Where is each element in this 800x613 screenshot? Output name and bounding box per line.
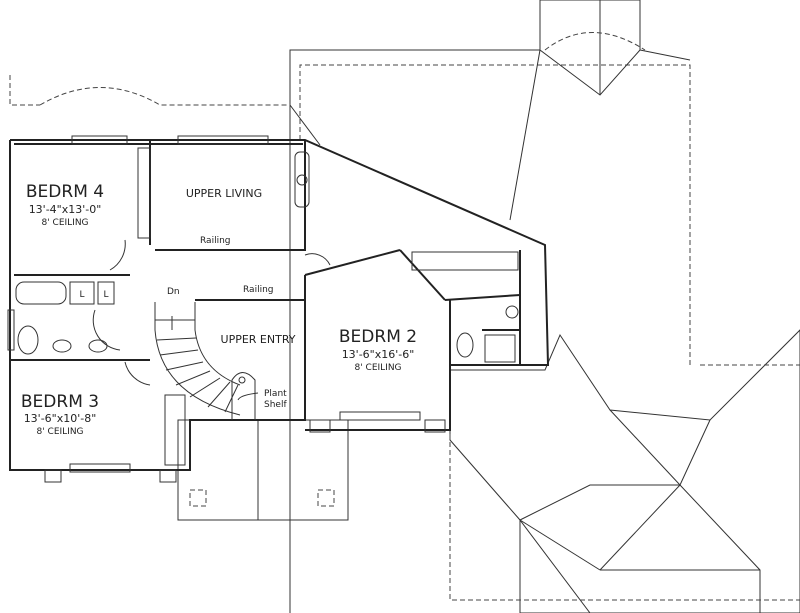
closet-bedrm3 [164, 394, 186, 466]
roof-outline [9, 0, 800, 613]
room-name-bedrm3: BEDRM 3 [21, 392, 99, 412]
room-name-upper-living: UPPER LIVING [186, 187, 262, 200]
fixtures [15, 147, 519, 466]
bathtub [15, 281, 67, 305]
curved-stair [154, 302, 259, 420]
door-swing [109, 239, 126, 271]
linen-label: L [79, 290, 84, 300]
stair-down-note: Dn [167, 287, 180, 297]
closet-bedrm2 [411, 251, 519, 271]
linen-label: L [103, 290, 108, 300]
toilet [17, 325, 39, 355]
toilet [456, 332, 474, 358]
linen-closet-1 [69, 281, 95, 305]
room-ceiling-bedrm3: 8' CEILING [36, 427, 83, 437]
exterior-walls [9, 139, 550, 471]
door-swing [124, 361, 151, 386]
door-swing [304, 253, 331, 266]
linen-closet-2 [97, 281, 115, 305]
fireplace [294, 151, 310, 208]
closet-bedrm4 [137, 147, 151, 239]
room-size-bedrm2: 13'-6"x16'-6" [342, 348, 415, 361]
shower [484, 334, 516, 363]
room-ceiling-bedrm4: 8' CEILING [41, 218, 88, 228]
windows [7, 135, 446, 483]
room-size-bedrm4: 13'-4"x13'-0" [29, 203, 102, 216]
railing-note: Railing [200, 236, 231, 246]
sink [505, 305, 519, 319]
room-ceiling-bedrm2: 8' CEILING [354, 363, 401, 373]
room-name-upper-entry: UPPER ENTRY [221, 333, 296, 346]
sink [88, 339, 108, 353]
railing-note: Railing [243, 285, 274, 295]
room-size-bedrm3: 13'-6"x10'-8" [24, 412, 97, 425]
room-name-bedrm2: BEDRM 2 [339, 327, 417, 347]
sink [52, 339, 72, 353]
room-name-bedrm4: BEDRM 4 [26, 182, 104, 202]
plant-shelf-note: Shelf [264, 400, 287, 410]
plant-shelf-note: Plant [264, 389, 287, 399]
door-swing [92, 309, 121, 351]
